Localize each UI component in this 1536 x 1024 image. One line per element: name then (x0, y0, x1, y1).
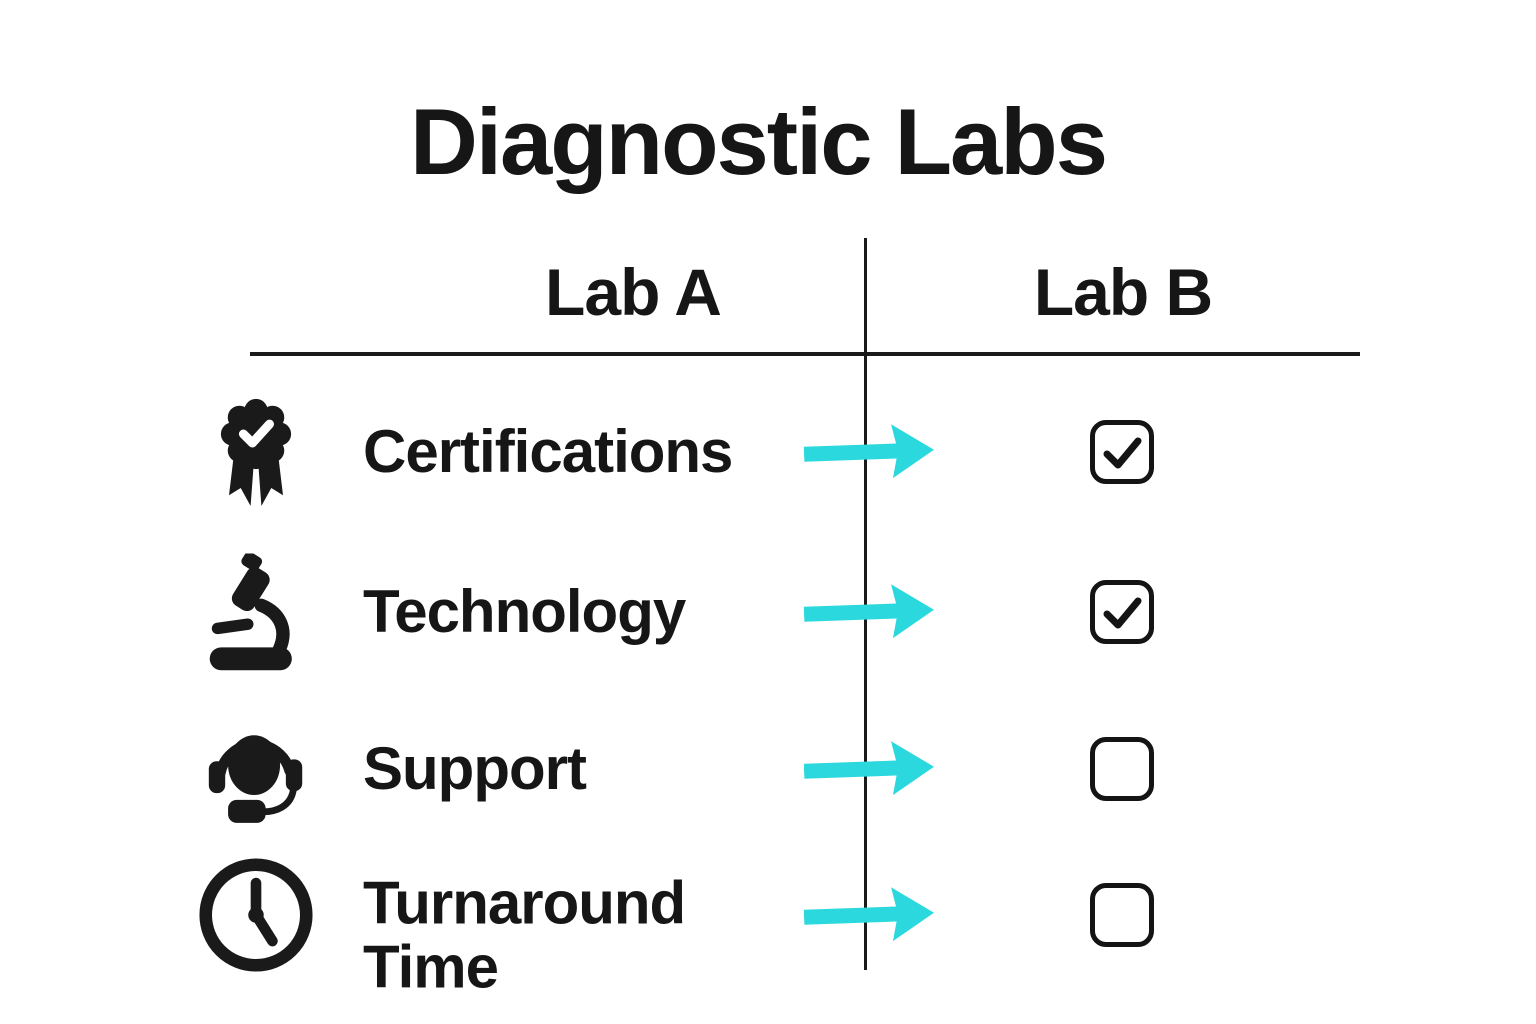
lab-b-checkbox[interactable] (1090, 883, 1154, 947)
arrow-right-icon (803, 420, 935, 485)
column-header-lab-b: Lab B (1033, 255, 1213, 329)
award-ribbon-icon (194, 393, 318, 512)
row-label: Support (363, 735, 587, 803)
lab-b-checkbox[interactable] (1090, 580, 1154, 644)
table-row: Certifications (0, 367, 1536, 537)
row-label: Turnaround Time (363, 869, 686, 1000)
arrow-right-icon (803, 883, 935, 948)
vertical-divider (864, 238, 867, 970)
clock-icon (194, 857, 318, 973)
row-label: Technology (363, 578, 686, 646)
headset-icon (194, 715, 318, 823)
table-row: Support (0, 684, 1536, 854)
arrow-right-icon (803, 737, 935, 802)
lab-b-checkbox[interactable] (1090, 737, 1154, 801)
header-underline (250, 352, 1360, 356)
page-title: Diagnostic Labs (409, 89, 1108, 194)
table-row: Technology (0, 527, 1536, 697)
column-header-lab-a: Lab A (545, 255, 722, 329)
microscope-icon (194, 553, 318, 671)
lab-b-checkbox[interactable] (1090, 420, 1154, 484)
row-label: Certifications (363, 418, 733, 486)
arrow-right-icon (803, 580, 935, 645)
table-row: Turnaround Time (0, 830, 1536, 1000)
